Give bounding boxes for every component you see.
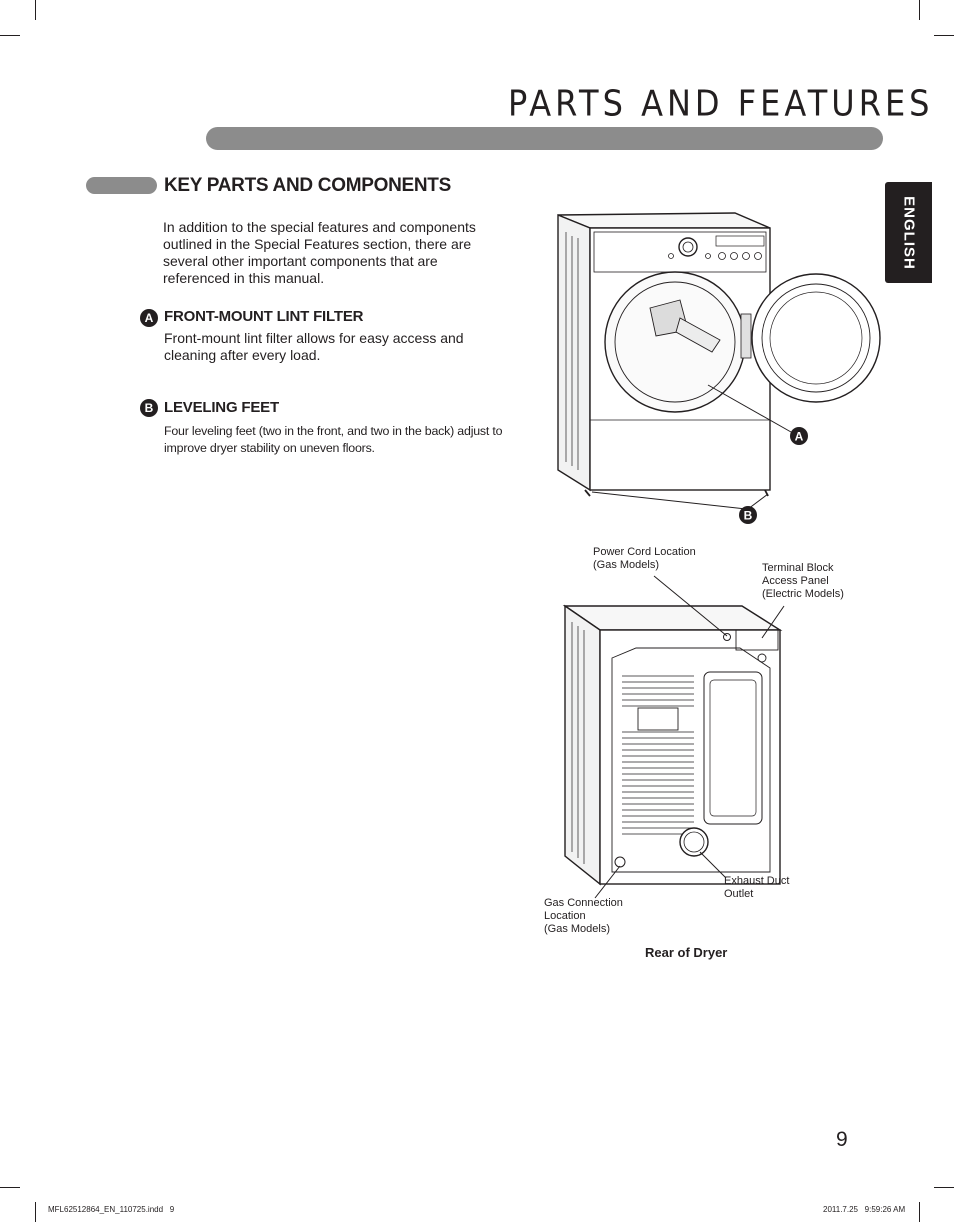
- crop-mark: [0, 35, 20, 36]
- feature-title-lint-filter: FRONT-MOUNT LINT FILTER: [164, 308, 364, 325]
- badge-a: A: [140, 309, 158, 327]
- crop-mark: [919, 1202, 920, 1222]
- callout-gas-connection: Gas Connection Location (Gas Models): [544, 897, 623, 935]
- badge-b: B: [140, 399, 158, 417]
- feature-title-leveling-feet: LEVELING FEET: [164, 399, 279, 416]
- front-dryer-illustration: [557, 212, 881, 510]
- crop-mark: [35, 0, 36, 20]
- page-number: 9: [836, 1128, 848, 1151]
- section-pill: [86, 177, 157, 194]
- crop-mark: [919, 0, 920, 20]
- section-title: KEY PARTS AND COMPONENTS: [164, 175, 451, 196]
- callout-exhaust-duct: Exhaust Duct Outlet: [724, 875, 790, 900]
- footer-left: MFL62512864_EN_110725.indd 9: [48, 1205, 175, 1214]
- callout-badge-a: A: [790, 427, 808, 445]
- crop-mark: [0, 1187, 20, 1188]
- crop-mark: [35, 1202, 36, 1222]
- feature-desc-leveling-feet: Four leveling feet (two in the front, an…: [164, 424, 503, 455]
- callout-terminal-block: Terminal Block Access Panel (Electric Mo…: [762, 562, 844, 600]
- footer-right: 2011.7.25 9:59:26 AM: [823, 1205, 906, 1214]
- intro-paragraph: In addition to the special features and …: [163, 219, 476, 286]
- page-title: PARTS AND FEATURES: [508, 82, 934, 125]
- callout-b-label: B: [744, 509, 753, 523]
- header-bar: [206, 127, 883, 150]
- rear-dryer-illustration: [562, 575, 785, 899]
- crop-mark: [934, 1187, 954, 1188]
- rear-dryer-caption: Rear of Dryer: [645, 945, 728, 960]
- crop-mark: [934, 35, 954, 36]
- feature-desc-lint-filter: Front-mount lint filter allows for easy …: [164, 330, 464, 363]
- callout-a-label: A: [795, 430, 804, 444]
- callout-badge-b: B: [739, 506, 757, 524]
- language-tab: ENGLISH: [885, 182, 932, 283]
- callout-power-cord: Power Cord Location (Gas Models): [593, 546, 696, 571]
